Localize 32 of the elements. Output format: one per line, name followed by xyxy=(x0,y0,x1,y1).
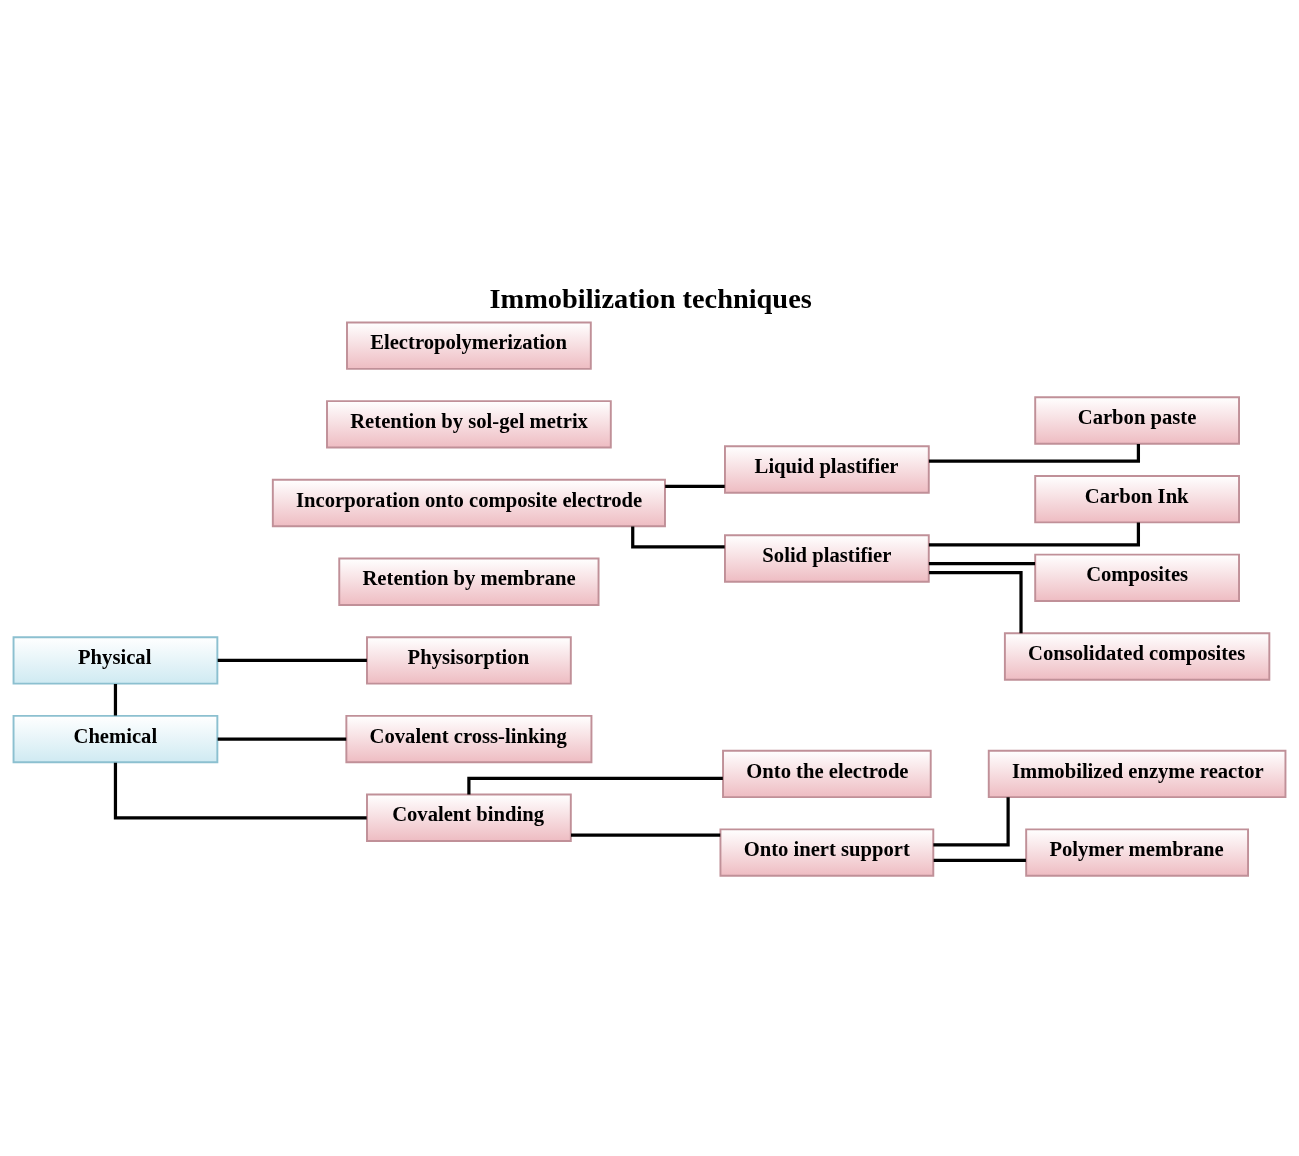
connector xyxy=(933,796,1010,846)
connector xyxy=(113,683,118,715)
node-box: Onto the electrode xyxy=(722,749,932,798)
node-box: Liquid plastifier xyxy=(724,444,930,494)
node-box: Composites xyxy=(1034,553,1240,602)
node-box: Covalent binding xyxy=(366,793,572,842)
node-box: Retention by sol-gel metrix xyxy=(326,399,612,449)
node-box: Covalent cross-linking xyxy=(345,714,593,763)
node-box: Retention by membrane xyxy=(338,557,600,606)
diagram-title: Immobilization techniques xyxy=(489,282,812,314)
connector xyxy=(571,833,721,837)
connector xyxy=(933,858,1026,862)
connector xyxy=(928,443,1140,463)
node-box: Immobilized enzyme reactor xyxy=(987,749,1287,798)
node-box: Physical xyxy=(12,635,219,685)
node-box: Polymer membrane xyxy=(1025,827,1249,877)
connector xyxy=(929,570,1023,633)
node-box: Incorporation onto composite electrode xyxy=(271,478,666,527)
connector xyxy=(217,737,347,741)
connector xyxy=(113,762,367,819)
node-box: Solid plastifier xyxy=(724,533,930,583)
connector xyxy=(217,658,367,662)
node-box: Onto inert support xyxy=(719,827,935,877)
connector xyxy=(467,776,723,794)
connector xyxy=(665,484,725,488)
node-box: Consolidated composites xyxy=(1003,631,1271,681)
node-box: Chemical xyxy=(12,714,219,763)
node-box: Carbon paste xyxy=(1034,395,1240,445)
node-box: Electropolymerization xyxy=(346,320,592,370)
connector xyxy=(928,561,1036,565)
node-box: Physisorption xyxy=(366,635,572,685)
node-box: Carbon Ink xyxy=(1034,474,1240,523)
